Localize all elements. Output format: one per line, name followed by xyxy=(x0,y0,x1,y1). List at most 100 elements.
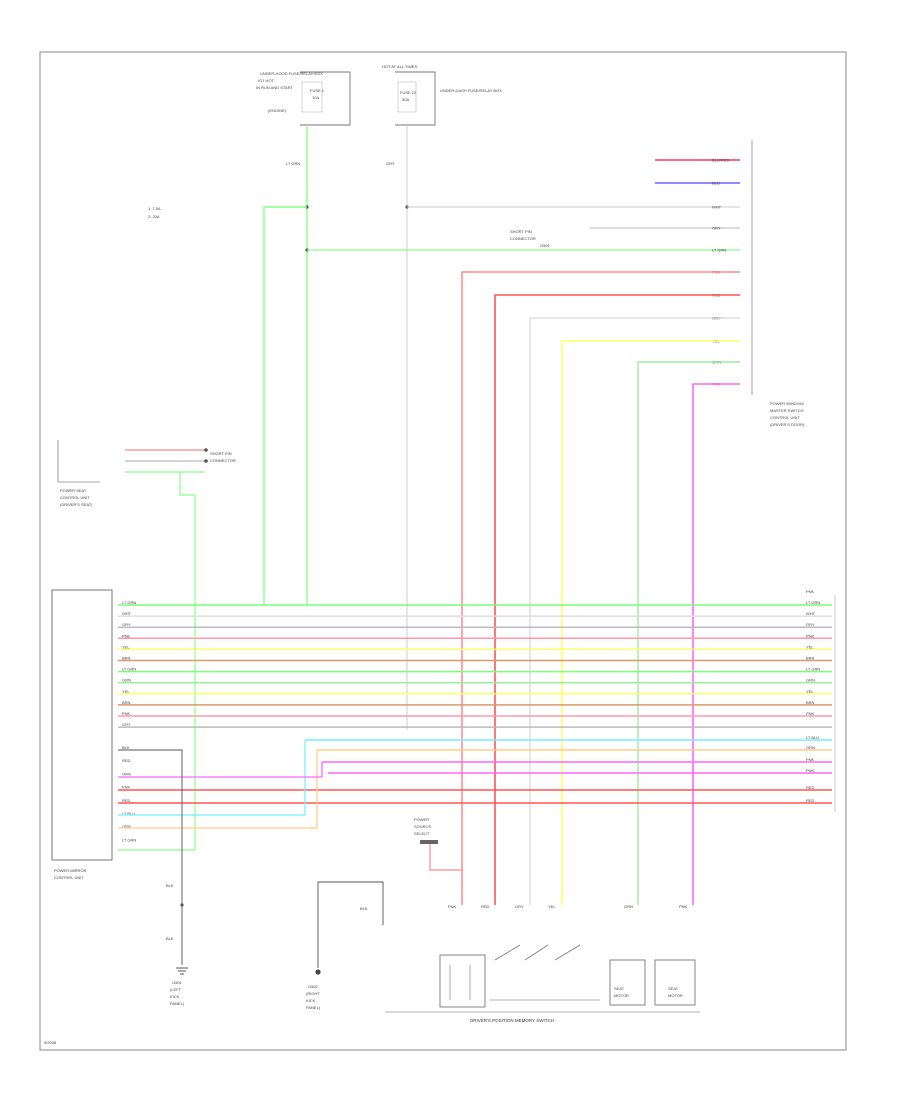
bus-row-right-label-8: GRN xyxy=(806,678,815,683)
legend-note-0: 1: 7.5A xyxy=(148,206,161,211)
power-source-line-2: SELECT xyxy=(414,831,430,836)
ground-g2: G502 (RIGHT KICK PANEL) xyxy=(306,984,321,1010)
bus-row-right-label-1: LT GRN xyxy=(806,600,820,605)
fuse-box-top2-line-1: FUSE 22 xyxy=(400,90,417,95)
motor-left-line-1: MOTOR xyxy=(614,993,629,998)
switch-assembly: SEAT MOTOR SEAT MOTOR DRIVER'S POSITION … xyxy=(385,944,700,1023)
label-blk-2: BLK xyxy=(360,906,368,911)
top-right-label-4: LT GRN xyxy=(712,248,726,253)
diagram-frame xyxy=(39,51,847,1051)
bus-row-left-label-1: WHT xyxy=(122,611,132,616)
bus-row-right-label-5: YEL xyxy=(806,644,814,649)
ground-connector-line-2: G501 xyxy=(540,243,551,248)
bottom-label-4: GRN xyxy=(624,904,633,909)
ground-g2-line-2: KICK xyxy=(306,998,316,1003)
fuse-box-top-line-5: (ENGINE) xyxy=(268,108,287,113)
ground-connector: SHORT PIN CONNECTOR G501 xyxy=(510,229,551,248)
lower-bus-rows: BLK RED ORN PNK RED LT BLU ORN LT GRN LT BLU ORN P… xyxy=(118,735,832,851)
ground-g1-line-2: KICK xyxy=(170,994,180,999)
top-right-label-1: BLU xyxy=(712,181,720,186)
bottom-label-5: PNK xyxy=(679,904,688,909)
wire-blk-g1 xyxy=(118,749,183,965)
label-vert-ltgrn: LT GRN xyxy=(286,161,300,166)
motor-left-line-0: SEAT xyxy=(614,986,625,991)
lower-right-label-0: LT BLU xyxy=(806,735,819,740)
bus-row-right-label-11: PNK xyxy=(806,711,815,716)
legend-note-1: 2: 20A xyxy=(148,214,160,219)
bus-row-left-label-5: BRN xyxy=(122,656,131,661)
bus-row-right-label-6: BRN xyxy=(806,656,815,661)
power-source-line-0: POWER xyxy=(414,817,429,822)
bus-row-left-label-9: BRN xyxy=(122,700,131,705)
wire-grn-long xyxy=(637,361,740,905)
wire-pnk2-long xyxy=(692,383,740,905)
left-connector-line-0: SHORT PIN xyxy=(210,451,232,456)
lower-left-label-5: LT BLU xyxy=(122,811,135,816)
lower-right-label-2: PNK xyxy=(806,757,815,762)
ground-g2-line-0: G502 xyxy=(308,984,319,989)
ground-g1-line-3: PANEL) xyxy=(170,1001,185,1006)
bus-row-right-label-3: GRY xyxy=(806,622,815,627)
fuse-box-top2-line-0: HOT AT ALL TIMES xyxy=(382,64,417,69)
bus-row-left-label-10: PNK xyxy=(122,711,131,716)
main-module-line-1: CONTROL UNIT xyxy=(54,875,84,880)
motor-right-line-1: MOTOR xyxy=(668,993,683,998)
top-right-label-3: GRY xyxy=(712,226,721,231)
bus-row-right-label-9: YEL xyxy=(806,689,814,694)
bus-row-left-label-0: LT GRN xyxy=(122,600,136,605)
wire-blk-g2 xyxy=(317,881,384,968)
fuse-box-top-line-0: UNDER-HOOD FUSE/RELAY BOX xyxy=(260,71,323,76)
wire-yel-long xyxy=(561,340,740,905)
ground-g1: G501 (LEFT KICK PANEL) xyxy=(170,967,188,1006)
lower-left-label-2: ORN xyxy=(122,771,131,776)
bus-row-right-label-2: WHT xyxy=(806,611,816,616)
lower-right-label-3: PNK xyxy=(806,768,815,773)
bus-row-left-label-7: GRN xyxy=(122,678,131,683)
left-unit-line-2: (DRIVER'S SEAT) xyxy=(60,502,93,507)
fuse-box-top2-line-2: 30A xyxy=(402,97,409,102)
label-blk-1: BLK xyxy=(166,936,174,941)
main-module xyxy=(51,589,113,861)
right-unit-line-1: MASTER SWITCH xyxy=(770,408,804,413)
right-unit-line-3: (DRIVER'S DOOR) xyxy=(770,422,805,427)
lower-right-label-4: RED xyxy=(806,785,815,790)
fuse-box-top-line-3: FUSE 1 xyxy=(310,88,325,93)
ground-g1-line-0: G501 xyxy=(172,980,183,985)
main-module-line-0: POWER MIRROR xyxy=(54,868,87,873)
fuse-box-top2-line-3: UNDER-DASH FUSE/RELAY BOX xyxy=(440,88,502,93)
ground-g2-line-3: PANEL) xyxy=(306,1005,321,1010)
fuse-box-top2: HOT AT ALL TIMES FUSE 22 30A UNDER-DASH … xyxy=(382,64,502,126)
label-blk-0: BLK xyxy=(166,883,174,888)
left-unit-line-1: CONTROL UNIT xyxy=(60,495,90,500)
lower-left-label-1: RED xyxy=(122,758,131,763)
bottom-label-3: YEL xyxy=(548,904,556,909)
bus-row-right-label-4: PNK xyxy=(806,633,815,638)
bottom-label-0: PNK xyxy=(448,904,457,909)
bus-row-right-label-7: LT GRN xyxy=(806,667,820,672)
lower-right-label-5: RED xyxy=(806,798,815,803)
bus-row-right-label-0: PNK xyxy=(806,589,815,594)
ground-connector-line-0: SHORT PIN xyxy=(510,229,532,234)
ground-g1-line-1: (LEFT xyxy=(170,987,182,992)
label-vert-gry: GRY xyxy=(386,161,395,166)
lower-left-label-0: BLK xyxy=(122,745,130,750)
left-unit-line-0: POWER SEAT xyxy=(60,488,87,493)
bottom-label-1: RED xyxy=(481,904,490,909)
left-connector-line-1: CONNECTOR xyxy=(210,458,236,463)
lower-left-label-7: LT GRN xyxy=(122,837,136,842)
wire-pnk-long xyxy=(461,271,740,905)
ground-connector-line-1: CONNECTOR xyxy=(510,236,536,241)
power-source-line-1: SOURCE xyxy=(414,824,431,829)
lower-left-label-6: ORN xyxy=(122,824,131,829)
left-unit: SHORT PIN CONNECTOR POWER SEAT CONTROL U… xyxy=(57,440,236,507)
bus-row-left-label-2: GRY xyxy=(122,622,131,627)
lower-left-label-3: PNK xyxy=(122,785,131,790)
main-bus-rows: LT GRN WHT GRY PNK YEL BRN LT GRN GRN YEL BRN PNK G… xyxy=(118,589,832,728)
lower-right-label-1: ORN xyxy=(806,745,815,750)
wire-ltgrn-left-drop xyxy=(179,472,196,605)
ground-g2-line-1: (RIGHT xyxy=(306,991,320,996)
motor-right-line-0: SEAT xyxy=(668,986,679,991)
